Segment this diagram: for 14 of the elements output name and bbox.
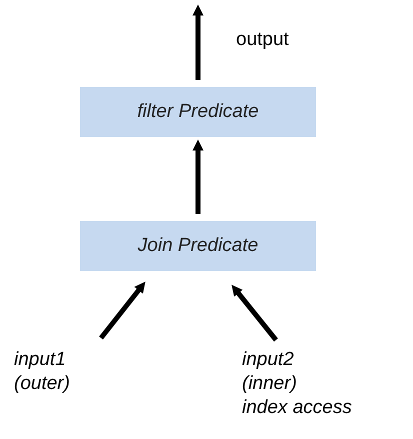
arrow: [192, 4, 204, 80]
box-label: Join Predicate: [138, 234, 258, 258]
predicate-box: [80, 87, 316, 137]
predicate-box: [80, 221, 316, 271]
input-label: input2: [242, 348, 294, 372]
input-label: (outer): [14, 372, 70, 396]
arrow: [192, 140, 204, 214]
arrow: [232, 284, 278, 342]
box-label: filter Predicate: [137, 100, 259, 124]
arrow: [99, 282, 146, 340]
input-label: input1: [14, 348, 66, 372]
input-label: (inner): [242, 372, 297, 396]
input-label: index access: [242, 396, 352, 420]
edge-label: output: [236, 30, 289, 49]
